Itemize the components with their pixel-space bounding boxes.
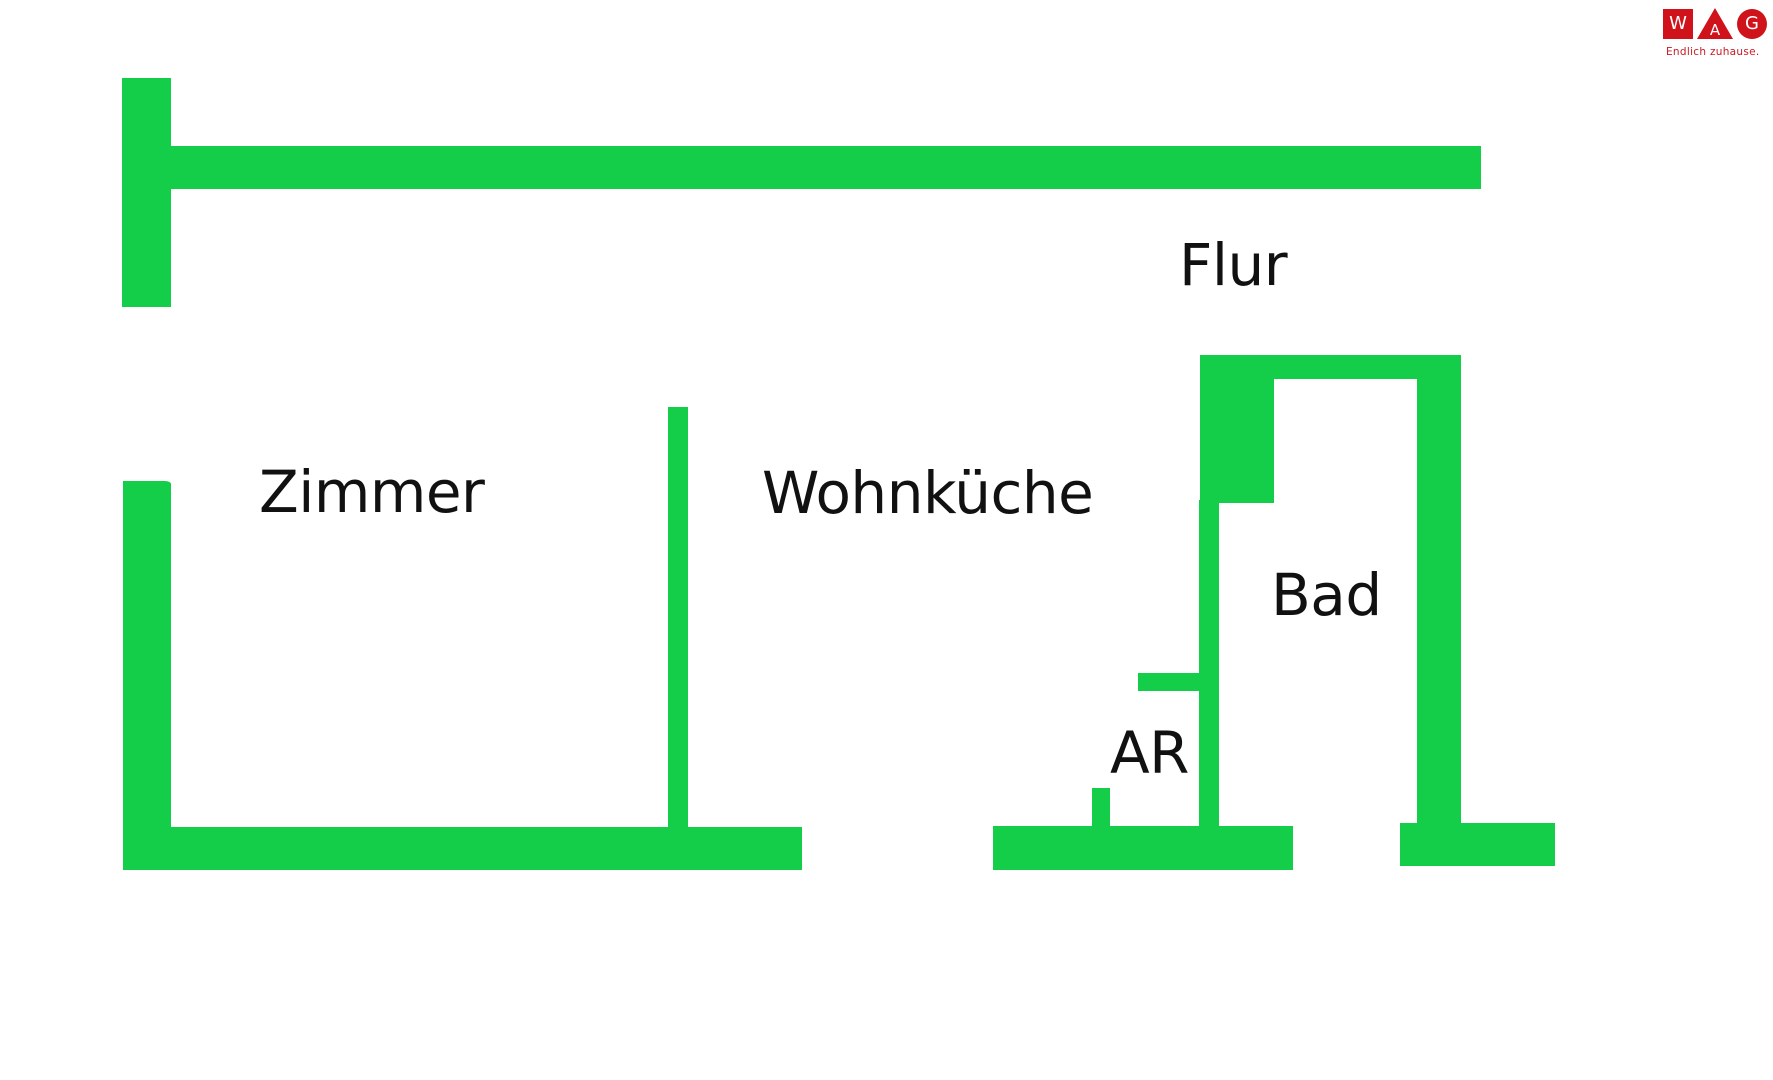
wall-bad-left-vertical bbox=[1199, 500, 1219, 830]
wall-left-vertical bbox=[123, 481, 171, 870]
logo-square-w: W bbox=[1663, 9, 1693, 39]
logo-mark: W A G bbox=[1660, 8, 1770, 40]
room-label-bad: Bad bbox=[1271, 561, 1382, 629]
wall-top-horizontal bbox=[171, 146, 1481, 189]
logo-letter-a: A bbox=[1710, 21, 1721, 39]
logo-triangle-a-icon: A bbox=[1697, 8, 1733, 39]
wag-logo: W A G Endlich zuhause. bbox=[1660, 8, 1770, 62]
wall-bottom-middle bbox=[993, 826, 1293, 870]
wall-ar-stub-vertical bbox=[1092, 788, 1110, 828]
wall-bottom-left bbox=[123, 827, 802, 870]
logo-tagline: Endlich zuhause. bbox=[1666, 46, 1760, 58]
room-label-ar: AR bbox=[1110, 719, 1189, 787]
wall-bad-right-vertical bbox=[1417, 355, 1461, 835]
wall-top-left-vertical bbox=[122, 78, 171, 307]
wall-bottom-right bbox=[1400, 823, 1555, 866]
room-label-wohnkueche: Wohnküche bbox=[762, 459, 1094, 527]
wall-bad-top-left-block bbox=[1200, 355, 1274, 503]
wall-partition-zimmer-wohnkueche bbox=[668, 407, 688, 832]
room-label-zimmer: Zimmer bbox=[259, 458, 485, 526]
wall-ar-stub-horizontal bbox=[1138, 673, 1200, 691]
logo-circle-g: G bbox=[1737, 9, 1767, 39]
room-label-flur: Flur bbox=[1179, 231, 1288, 299]
